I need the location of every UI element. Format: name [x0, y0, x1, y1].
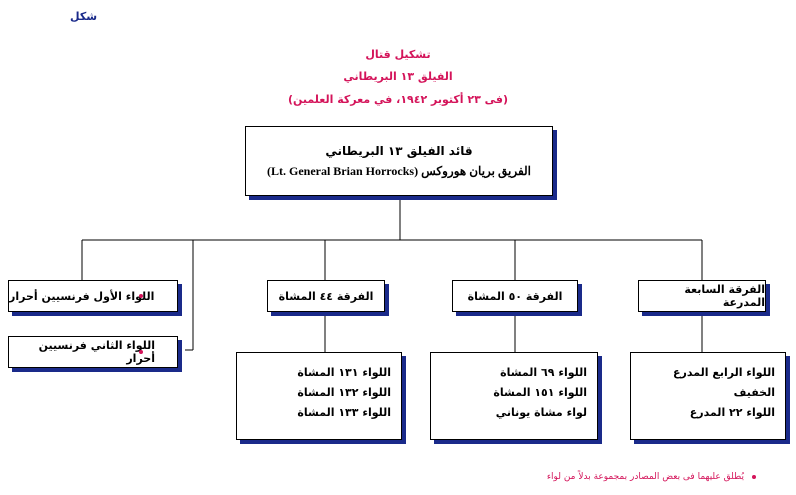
unit-item: اللواء ١٥١ المشاة [493, 386, 587, 399]
division-7-armoured-box: الفرقة السابعة المدرعة [638, 280, 766, 312]
figure-label: شكل [70, 10, 98, 23]
commander-title: قائد الفيلق ١٣ البريطاني [325, 143, 473, 158]
chart-header-line3: (فى ٢٣ أكتوبر ١٩٤٢، في معركة العلمين) [287, 93, 508, 106]
free-french-2nd-label: اللواء الثاني فرنسيين أحرار [38, 339, 155, 365]
division-44-title: الفرقة ٤٤ المشاة [278, 289, 374, 303]
unit-item: لواء مشاة يوناني [495, 406, 587, 419]
free-french-2nd-brigade-box: اللواء الثاني فرنسيين أحرار [8, 336, 178, 368]
footnote-text: يُطلق عليهما فى بعض المصادر بمجموعة بدلا… [546, 472, 744, 482]
commander-name: الفريق بريان هوروكس (Lt. General Brian H… [266, 163, 532, 178]
footnote: يُطلق عليهما فى بعض المصادر بمجموعة بدلا… [547, 472, 756, 482]
footnote-marker-icon [139, 350, 143, 354]
division-50-box: الفرقة ٥٠ المشاة [452, 280, 578, 312]
free-french-1st-label: اللواء الأول فرنسيين أحرار [9, 289, 155, 303]
footnote-marker-icon [139, 294, 143, 298]
unit-item: اللواء ١٣١ المشاة [297, 366, 391, 379]
corps-commander-box: قائد الفيلق ١٣ البريطاني الفريق بريان هو… [245, 126, 553, 196]
free-french-1st-brigade-box: اللواء الأول فرنسيين أحرار [8, 280, 178, 312]
unit-item: اللواء ١٣٢ المشاة [297, 386, 391, 399]
division-7-units-box: اللواء الرابع المدرع الخفيف اللواء ٢٢ ال… [630, 352, 786, 440]
division-44-box: الفرقة ٤٤ المشاة [267, 280, 385, 312]
chart-header-line1: تشكيل قتال [365, 48, 431, 61]
division-50-units-box: اللواء ٦٩ المشاة اللواء ١٥١ المشاة لواء … [430, 352, 598, 440]
division-44-units-box: اللواء ١٣١ المشاة اللواء ١٣٢ المشاة اللو… [236, 352, 402, 440]
unit-item: اللواء ٦٩ المشاة [500, 366, 587, 379]
footnote-marker-icon [752, 475, 756, 479]
division-50-title: الفرقة ٥٠ المشاة [467, 289, 563, 303]
unit-item: اللواء الرابع المدرع الخفيف [673, 366, 775, 399]
chart-header-line2: الفيلق ١٣ البريطاني [343, 70, 453, 83]
division-7-title: الفرقة السابعة المدرعة [684, 283, 765, 309]
unit-item: اللواء ٢٢ المدرع [689, 406, 775, 419]
unit-item: اللواء ١٣٣ المشاة [297, 406, 391, 419]
